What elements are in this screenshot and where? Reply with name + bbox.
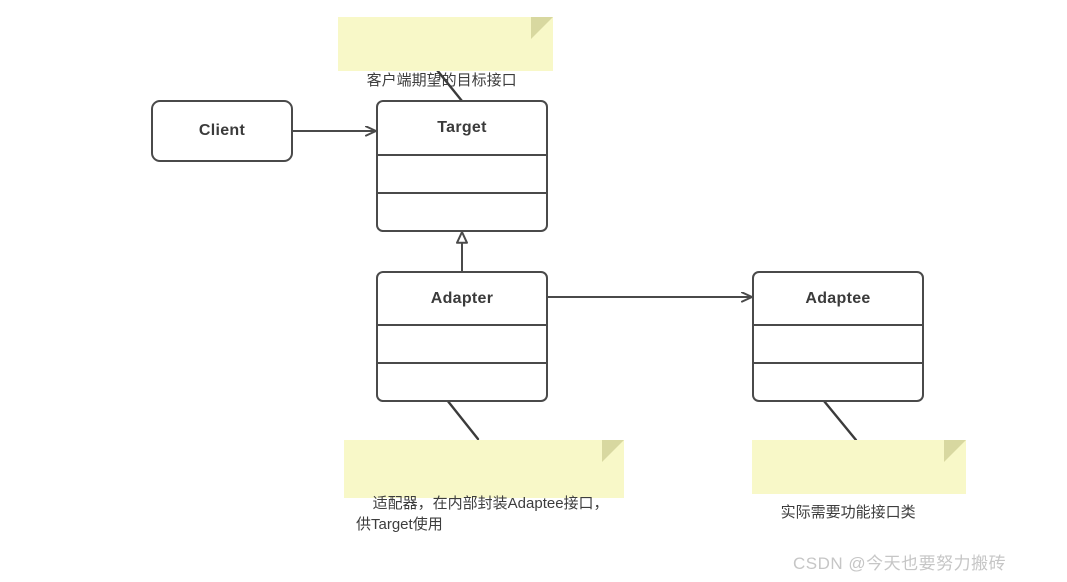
node-target-title: Target <box>437 119 487 136</box>
edge-adaptee-note-link <box>822 399 858 442</box>
node-target-operations <box>378 192 546 230</box>
node-client-label: Client <box>198 122 246 139</box>
node-adapter-attributes <box>378 324 546 362</box>
note-target-text: 客户端期望的目标接口 <box>366 71 517 89</box>
node-adapter-operations <box>378 362 546 400</box>
node-adaptee-operations <box>754 362 922 400</box>
note-fold-icon <box>531 17 553 39</box>
node-adaptee-title: Adaptee <box>805 289 871 307</box>
node-adapter[interactable]: Adapter <box>376 271 548 402</box>
edge-adapter-note-link <box>445 398 480 441</box>
note-adapter[interactable]: 适配器，在内部封装Adaptee接口，供Target使用 <box>344 440 624 533</box>
node-adaptee[interactable]: Adaptee <box>752 271 924 402</box>
node-target-attributes <box>378 154 546 192</box>
note-adaptee[interactable]: 实际需要功能接口类 <box>752 440 966 521</box>
node-target[interactable]: Target <box>376 100 548 232</box>
node-client[interactable]: Client <box>151 100 293 162</box>
node-adaptee-attributes <box>754 324 922 362</box>
note-fold-icon <box>944 440 966 462</box>
node-adapter-title: Adapter <box>430 289 494 307</box>
note-target[interactable]: 客户端期望的目标接口 <box>338 17 553 89</box>
watermark: CSDN @今天也要努力搬砖 <box>793 554 1007 573</box>
note-adapter-text: 适配器，在内部封装Adaptee接口，供Target使用 <box>356 494 609 534</box>
note-fold-icon <box>602 440 624 462</box>
note-adaptee-text: 实际需要功能接口类 <box>780 503 916 521</box>
